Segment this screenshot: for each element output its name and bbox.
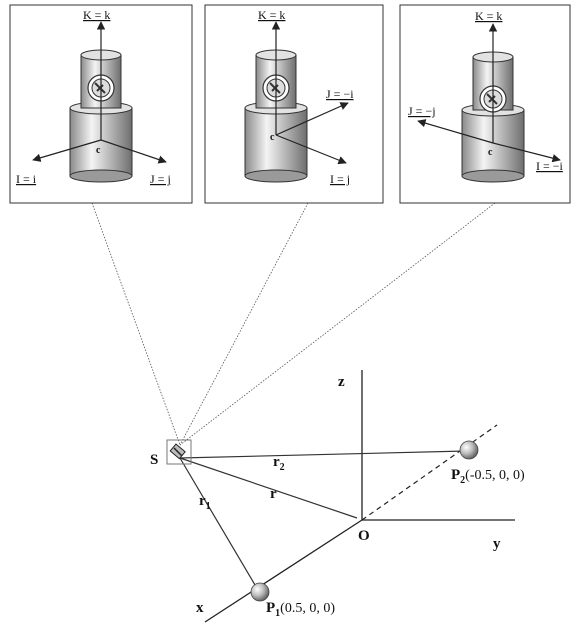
panel-1: c K = k I = i J = j [9, 4, 193, 204]
panel-2-j-label: J = −i [326, 87, 354, 101]
satellite-icon [166, 439, 192, 465]
r2-label: r2 [273, 454, 285, 473]
panel-2-center: c [270, 132, 275, 143]
satellite-label: S [150, 452, 158, 468]
r2-sub: 2 [280, 462, 285, 473]
axis-z-label: z [338, 374, 345, 390]
r-label: r [270, 486, 277, 502]
axis-x-label: x [196, 600, 204, 616]
r1-main: r [199, 493, 206, 509]
p2-coords: (-0.5, 0, 0) [465, 468, 525, 483]
r1-sub: 1 [206, 501, 211, 512]
p2-sphere [459, 440, 479, 460]
p2-sub: 2 [460, 475, 465, 486]
p1-main: P [266, 600, 275, 616]
origin-label: O [358, 528, 370, 544]
sight-lines [91, 202, 496, 446]
panel-3-j-label: J = −j [408, 104, 436, 118]
p2-label: P2(-0.5, 0, 0) [451, 467, 525, 486]
p1-coords: (0.5, 0, 0) [280, 601, 335, 616]
coordinate-scene: S O z y x r2 r r1 P2(-0.5, 0, 0) P1(0.5,… [150, 370, 525, 623]
panel-3-i-label: I = −i [536, 159, 564, 173]
axis-y-label: y [493, 536, 501, 552]
p1-label: P1(0.5, 0, 0) [266, 600, 335, 619]
p1-sub: 1 [275, 608, 280, 619]
p1-sphere [250, 582, 270, 602]
panel-3: c K = k J = −j I = −i [399, 4, 571, 204]
panel-3-k-label: K = k [475, 9, 502, 23]
r1-label: r1 [199, 493, 211, 512]
panel-2: c K = k J = −i I = j [204, 4, 384, 204]
panel-1-center: c [96, 145, 101, 156]
panel-1-j-label: J = j [150, 172, 171, 186]
panel-1-i-label: I = i [16, 172, 37, 186]
panel-3-center: c [488, 147, 493, 158]
panel-1-k-label: K = k [83, 8, 110, 22]
panel-2-i-label: I = j [330, 172, 350, 186]
panel-2-k-label: K = k [258, 8, 285, 22]
p2-main: P [451, 467, 460, 483]
r2-main: r [273, 454, 280, 470]
